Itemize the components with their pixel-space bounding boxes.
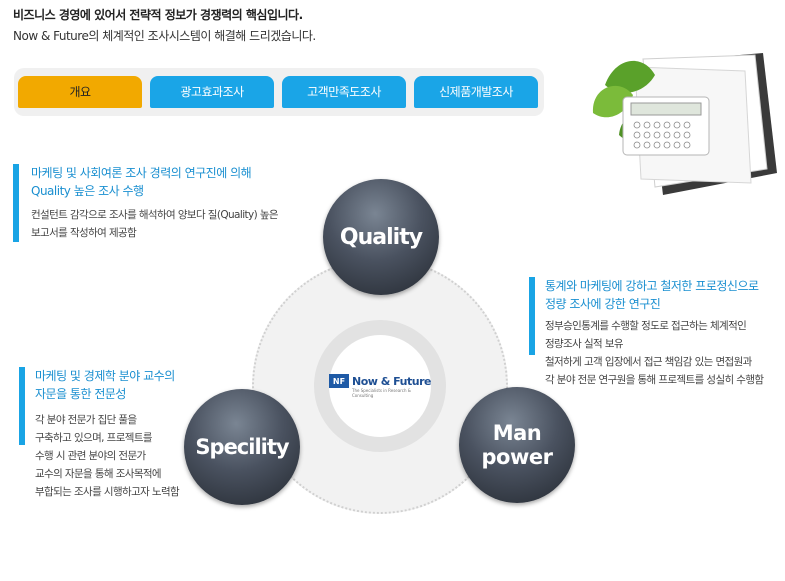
manpower-title-line2: 정량 조사에 강한 연구진 <box>545 297 661 311</box>
subline: Now & Future의 체계적인 조사시스템이 해결해 드리겠습니다. <box>13 29 316 43</box>
tab-customer-satisfaction[interactable]: 고객만족도조사 <box>282 76 406 108</box>
speciality-title-line1: 마케팅 및 경제학 분야 교수의 <box>35 369 175 383</box>
speciality-description: 마케팅 및 경제학 분야 교수의 자문을 통한 전문성 각 분야 전문가 집단 … <box>19 367 219 502</box>
quality-bubble: Quality <box>323 179 439 295</box>
tab-ad-effect[interactable]: 광고효과조사 <box>150 76 274 108</box>
diagram-center-logo: NF Now & Future The Specialists in Resea… <box>329 335 431 437</box>
quality-body-line1: 컨설턴트 감각으로 조사를 해석하여 양보다 질(Quality) 높은 <box>31 209 279 221</box>
speciality-title-line2: 자문을 통한 전문성 <box>35 387 126 401</box>
quality-body-line2: 보고서를 작성하여 제공함 <box>31 227 137 239</box>
tab-bar: 개요 광고효과조사 고객만족도조사 신제품개발조사 <box>14 68 544 116</box>
manpower-bubble-line1: Man <box>492 421 542 445</box>
manpower-body-line4: 각 분야 전문 연구원을 통해 프로젝트를 성실히 수행함 <box>545 374 764 386</box>
speciality-bubble: Specility <box>184 389 300 505</box>
manpower-accent-bar <box>529 277 535 355</box>
speciality-body-line2: 구축하고 있으며, 프로젝트를 <box>35 432 153 444</box>
speciality-body-line3: 수행 시 관련 분야의 전문가 <box>35 450 146 462</box>
calculator-leaf-icon <box>592 53 777 195</box>
quality-description: 마케팅 및 사회여론 조사 경력의 연구진에 의해 Quality 높은 조사 … <box>13 164 313 244</box>
manpower-title-line1: 통계와 마케팅에 강하고 철저한 프로정신으로 <box>545 279 759 293</box>
manpower-body-line2: 정량조사 실적 보유 <box>545 338 624 350</box>
manpower-bubble: Man power <box>459 387 575 503</box>
quality-title-line2: Quality 높은 조사 수행 <box>31 184 144 198</box>
quality-title-line1: 마케팅 및 사회여론 조사 경력의 연구진에 의해 <box>31 166 252 180</box>
manpower-body-line3: 철저하게 고객 입장에서 접근 책임감 있는 면접원과 <box>545 356 752 368</box>
logo-tagline: The Specialists in Research & Consulting <box>352 388 411 398</box>
logo-name: Now & Future <box>352 374 431 388</box>
quality-accent-bar <box>13 164 19 242</box>
speciality-accent-bar <box>19 367 25 445</box>
speciality-body-line5: 부합되는 조사를 시행하고자 노력함 <box>35 486 180 498</box>
speciality-body-line1: 각 분야 전문가 집단 풀을 <box>35 414 137 426</box>
logo-mark-icon: NF <box>329 374 349 388</box>
speciality-body-line4: 교수의 자문을 통해 조사목적에 <box>35 468 162 480</box>
manpower-body-line1: 정부승인통계를 수행할 정도로 접근하는 체계적인 <box>545 320 747 332</box>
tab-overview[interactable]: 개요 <box>18 76 142 108</box>
tab-new-product[interactable]: 신제품개발조사 <box>414 76 538 108</box>
manpower-bubble-line2: power <box>481 445 553 469</box>
manpower-description: 통계와 마케팅에 강하고 철저한 프로정신으로 정량 조사에 강한 연구진 정부… <box>529 277 785 387</box>
headline: 비즈니스 경영에 있어서 전략적 정보가 경쟁력의 핵심입니다. <box>13 8 303 22</box>
